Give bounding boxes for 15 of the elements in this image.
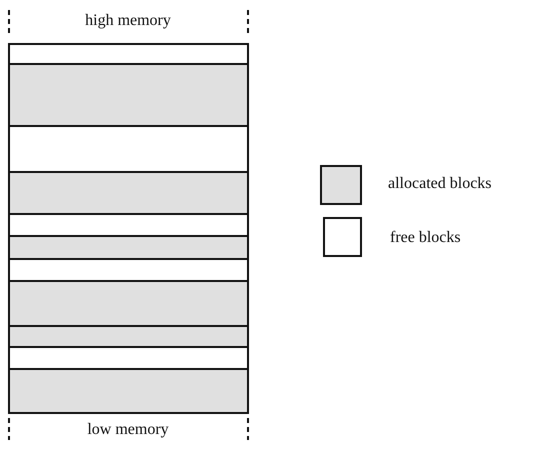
allocated-block xyxy=(8,325,249,348)
memory-label: low memory xyxy=(87,421,169,439)
allocated-block xyxy=(8,63,249,127)
allocated-block xyxy=(8,280,249,327)
free-block xyxy=(8,125,249,173)
free-block xyxy=(8,213,249,237)
free-block xyxy=(8,258,249,282)
legend-label: allocated blocks xyxy=(388,175,492,193)
free-block xyxy=(8,43,249,65)
allocated-block xyxy=(8,368,249,414)
legend-label: free blocks xyxy=(390,229,461,247)
allocated-block xyxy=(8,235,249,260)
allocated-block xyxy=(8,171,249,215)
memory-label: high memory xyxy=(85,12,171,30)
free-block xyxy=(8,346,249,370)
